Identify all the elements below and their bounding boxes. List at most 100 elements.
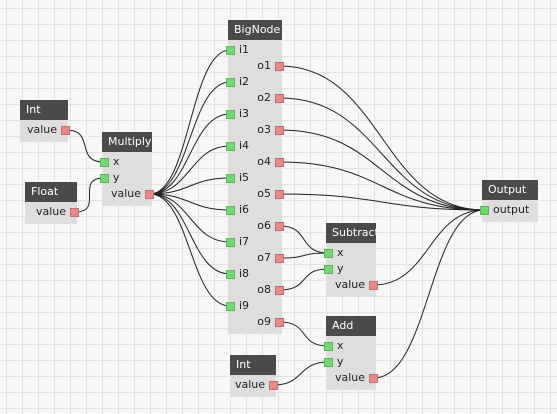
wire-bignode-out-o3-to-output-in-output (279, 129, 485, 211)
output-port-o1[interactable] (275, 62, 284, 71)
node-body (20, 120, 68, 142)
node-int2[interactable]: Int value (230, 355, 278, 397)
input-port-x[interactable] (100, 158, 109, 167)
output-port-o6[interactable] (275, 222, 284, 231)
node-header[interactable]: Subtract (326, 223, 376, 243)
output-port-label: o4 (257, 155, 271, 168)
output-port-label: o2 (257, 91, 271, 104)
input-port-y[interactable] (324, 265, 333, 274)
output-port-o7[interactable] (275, 254, 284, 263)
node-output[interactable]: Output output (480, 180, 538, 222)
input-port-label: x (337, 339, 344, 352)
wire-bignode-out-o8-to-subtract-in-y (279, 268, 329, 291)
node-body (25, 202, 77, 224)
input-port-label: i6 (239, 203, 250, 216)
input-port-y[interactable] (100, 174, 109, 183)
node-float1[interactable]: Float value (25, 182, 79, 224)
wire-int2-out-value-to-add-in-y (273, 361, 329, 386)
output-port-o9[interactable] (275, 318, 284, 327)
wire-multiply-out-value-to-bignode-in-i8 (149, 193, 231, 275)
wire-multiply-out-value-to-bignode-in-i9 (149, 193, 231, 307)
input-port-label: x (337, 246, 344, 259)
node-body (326, 336, 376, 390)
wire-bignode-out-o2-to-output-in-output (279, 97, 485, 211)
input-port-i6[interactable] (226, 206, 235, 215)
wire-bignode-out-o7-to-subtract-in-x (279, 252, 329, 259)
input-port-i5[interactable] (226, 174, 235, 183)
wire-bignode-out-o1-to-output-in-output (279, 65, 485, 211)
input-port-output[interactable] (480, 206, 489, 215)
output-port-value[interactable] (369, 281, 378, 290)
input-port-i9[interactable] (226, 302, 235, 311)
input-port-x[interactable] (324, 249, 333, 258)
wire-multiply-out-value-to-bignode-in-i4 (149, 145, 231, 195)
input-port-label: i5 (239, 171, 250, 184)
wire-multiply-out-value-to-bignode-in-i5 (149, 177, 231, 195)
input-port-x[interactable] (324, 342, 333, 351)
node-body (482, 200, 538, 222)
node-int1[interactable]: Int value (20, 100, 70, 142)
node-header[interactable]: Float (25, 182, 77, 202)
input-port-y[interactable] (324, 358, 333, 367)
output-port-label: o3 (257, 123, 271, 136)
input-port-label: i2 (239, 75, 250, 88)
output-port-o3[interactable] (275, 126, 284, 135)
wire-multiply-out-value-to-bignode-in-i6 (149, 193, 231, 211)
output-port-value[interactable] (269, 381, 278, 390)
input-port-i4[interactable] (226, 142, 235, 151)
output-port-o2[interactable] (275, 94, 284, 103)
node-header[interactable]: Multiply (102, 132, 152, 152)
wire-bignode-out-o9-to-add-in-x (279, 321, 329, 347)
output-port-value[interactable] (145, 190, 154, 199)
output-port-o4[interactable] (275, 158, 284, 167)
input-port-label: i7 (239, 235, 250, 248)
input-port-i1[interactable] (226, 46, 235, 55)
wire-multiply-out-value-to-bignode-in-i7 (149, 193, 231, 243)
output-port-value[interactable] (369, 374, 378, 383)
output-port-value[interactable] (70, 208, 79, 217)
node-body (326, 243, 376, 297)
output-port-value[interactable] (61, 126, 70, 135)
output-port-label: value (334, 371, 365, 384)
output-port-label: value (26, 123, 57, 136)
input-port-i2[interactable] (226, 78, 235, 87)
input-port-label: i4 (239, 139, 250, 152)
output-port-label: o6 (257, 219, 271, 232)
output-port-label: o8 (257, 283, 271, 296)
input-port-label: y (337, 262, 344, 275)
input-port-label: i1 (239, 43, 250, 56)
input-port-label: i9 (239, 299, 250, 312)
output-port-o8[interactable] (275, 286, 284, 295)
wire-bignode-out-o5-to-output-in-output (279, 193, 485, 211)
output-port-label: o5 (257, 187, 271, 200)
wire-add-out-value-to-output-in-output (373, 209, 485, 379)
output-port-label: value (35, 205, 66, 218)
input-port-label: output (493, 203, 530, 216)
output-port-label: value (234, 378, 265, 391)
input-port-label: i8 (239, 267, 250, 280)
output-port-label: o9 (257, 315, 271, 328)
node-header[interactable]: Add (326, 316, 376, 336)
node-header[interactable]: BigNode (228, 20, 282, 40)
node-header[interactable]: Output (482, 180, 538, 200)
input-port-i3[interactable] (226, 110, 235, 119)
node-header[interactable]: Int (20, 100, 68, 120)
input-port-i7[interactable] (226, 238, 235, 247)
input-port-label: y (113, 171, 120, 184)
wire-bignode-out-o6-to-subtract-in-x (279, 225, 329, 254)
output-port-label: o7 (257, 251, 271, 264)
node-header[interactable]: Int (230, 355, 276, 375)
wire-multiply-out-value-to-bignode-in-i3 (149, 113, 231, 195)
wire-subtract-out-value-to-output-in-output (373, 209, 485, 286)
node-body (228, 40, 282, 334)
output-port-o5[interactable] (275, 190, 284, 199)
wire-float1-out-value-to-multiply-in-y (74, 177, 105, 213)
input-port-label: i3 (239, 107, 250, 120)
wire-multiply-out-value-to-bignode-in-i2 (149, 81, 231, 195)
input-port-i8[interactable] (226, 270, 235, 279)
